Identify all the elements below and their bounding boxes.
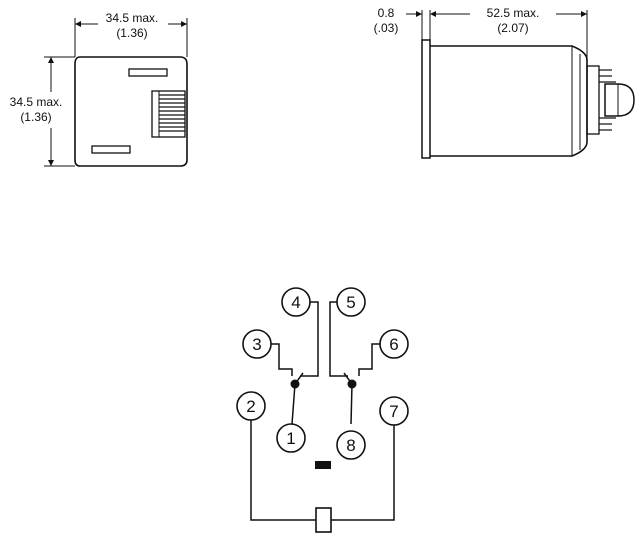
terminal-label-4: 4: [291, 293, 300, 312]
terminal-label-3: 3: [252, 335, 261, 354]
terminal-label-5: 5: [346, 293, 355, 312]
side-length-value: 52.5 max.: [487, 6, 540, 20]
front-height-value: 34.5 max.: [10, 95, 63, 109]
terminal-circle-6: [379, 329, 409, 359]
terminal-label-8: 8: [346, 436, 355, 455]
side-length-inch: (2.07): [497, 21, 528, 35]
terminal-circle-7: [379, 396, 409, 426]
front-width-value: 34.5 max.: [106, 11, 159, 25]
key-mark: [315, 461, 331, 469]
terminal-circle-4: [281, 287, 311, 317]
side-flange-value: 0.8: [378, 6, 395, 20]
terminal-circle-1: [276, 423, 306, 453]
front-height-inch: (1.36): [20, 110, 51, 124]
terminal-label-6: 6: [389, 335, 398, 354]
front-view: [44, 18, 188, 167]
terminal-circle-3: [242, 329, 272, 359]
front-width-inch: (1.36): [116, 26, 147, 40]
terminal-circle-5: [336, 287, 366, 317]
side-flange-inch: (.03): [374, 21, 399, 35]
contact-dots: [290, 379, 357, 389]
terminal-label-2: 2: [246, 397, 255, 416]
terminal-label-1: 1: [286, 429, 295, 448]
terminal-circle-2: [236, 391, 266, 421]
side-view: [406, 10, 635, 159]
terminal-circle-8: [336, 430, 366, 460]
terminal-label-7: 7: [389, 402, 398, 421]
wiring-schematic: [250, 301, 395, 533]
